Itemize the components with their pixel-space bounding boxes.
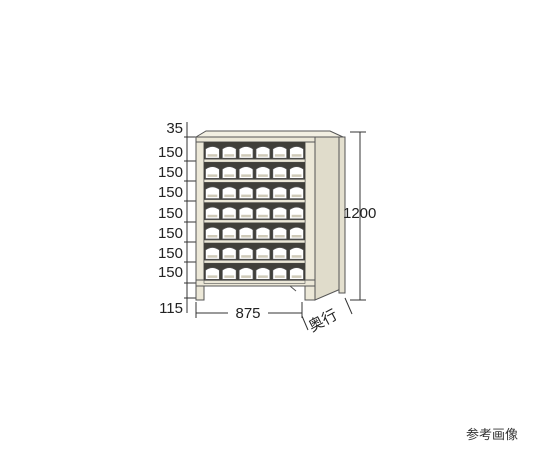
bin-label-slot: [274, 235, 285, 238]
height-label: 1200: [343, 205, 376, 222]
shelf-height-label: 150: [158, 245, 183, 262]
bin-label-slot: [274, 275, 285, 278]
bin-label-slot: [241, 275, 251, 278]
bin-label-slot: [224, 255, 235, 258]
bin-label-slot: [207, 235, 218, 238]
bin-label-slot: [291, 235, 302, 238]
bin-label-slot: [241, 235, 251, 238]
bin-label-slot: [207, 275, 218, 278]
shelf-board: [203, 158, 306, 163]
top-rail: [195, 136, 316, 143]
bin-label-slot: [207, 255, 218, 258]
top-panel: [194, 130, 344, 138]
bin-label-slot: [291, 194, 302, 198]
height-dimension: [350, 131, 366, 301]
reference-image-caption: 参考画像: [466, 427, 518, 443]
bin-label-slot: [207, 194, 218, 198]
bin-label-slot: [207, 214, 218, 218]
base-height-label: 115: [159, 300, 183, 317]
shelf-height-label: 150: [158, 205, 183, 222]
bin-label-slot: [258, 275, 268, 278]
bin-label-slot: [224, 154, 235, 157]
bin-label-slot: [258, 214, 268, 218]
bin-label-slot: [241, 174, 251, 177]
left-post: [195, 136, 205, 301]
bin-label-slot: [241, 214, 251, 218]
bin-label-slot: [224, 214, 235, 218]
bin-label-slot: [224, 194, 235, 198]
bin-label-slot: [207, 174, 218, 177]
bin-label-slot: [274, 214, 285, 218]
shelf-height-label: 150: [158, 144, 183, 161]
right-post: [304, 136, 316, 301]
shelving-unit: [194, 130, 346, 301]
rear-post: [338, 136, 346, 294]
bin-label-slot: [291, 255, 302, 258]
bin-label-slot: [274, 255, 285, 258]
bin-label-slot: [274, 174, 285, 177]
bin-label-slot: [241, 154, 251, 157]
shelf-board: [203, 280, 306, 284]
shelf-height-label: 150: [158, 225, 183, 242]
bin-label-slot: [291, 275, 302, 278]
bin-label-slot: [274, 194, 285, 198]
depth-label: 奥行: [306, 306, 340, 335]
shelf-board: [203, 199, 306, 203]
shelf-board: [203, 219, 306, 224]
bin-label-slot: [241, 194, 251, 198]
shelf-board: [203, 259, 306, 264]
shelf-height-label: 150: [158, 164, 183, 181]
width-label: 875: [235, 305, 260, 322]
shelf-height-label: 35: [166, 120, 183, 137]
bin-label-slot: [224, 235, 235, 238]
bin-label-slot: [258, 194, 268, 198]
bin-label-slot: [274, 154, 285, 157]
bin-label-slot: [291, 214, 302, 218]
bin-label-slot: [291, 174, 302, 177]
left-dimension-line: [184, 122, 196, 313]
bin-label-slot: [258, 174, 268, 177]
shelf-height-labels: 35 150 150 150 150 150 150 150 115: [158, 120, 183, 317]
bin-grid: [203, 142, 306, 284]
shelf-board: [203, 239, 306, 244]
bin-label-slot: [258, 154, 268, 157]
base-detail: [289, 285, 297, 292]
bin-label-slot: [258, 255, 268, 258]
bin-label-slot: [207, 154, 218, 157]
width-dimension: [195, 302, 303, 318]
shelf-height-label: 150: [158, 184, 183, 201]
bin-label-slot: [224, 174, 235, 177]
shelf-height-label: 150: [158, 264, 183, 281]
shelf-board: [203, 179, 306, 183]
bin-label-slot: [258, 235, 268, 238]
bin-label-slot: [224, 275, 235, 278]
bin-label-slot: [291, 154, 302, 157]
depth-dimension: [301, 297, 353, 331]
bin-label-slot: [241, 255, 251, 258]
